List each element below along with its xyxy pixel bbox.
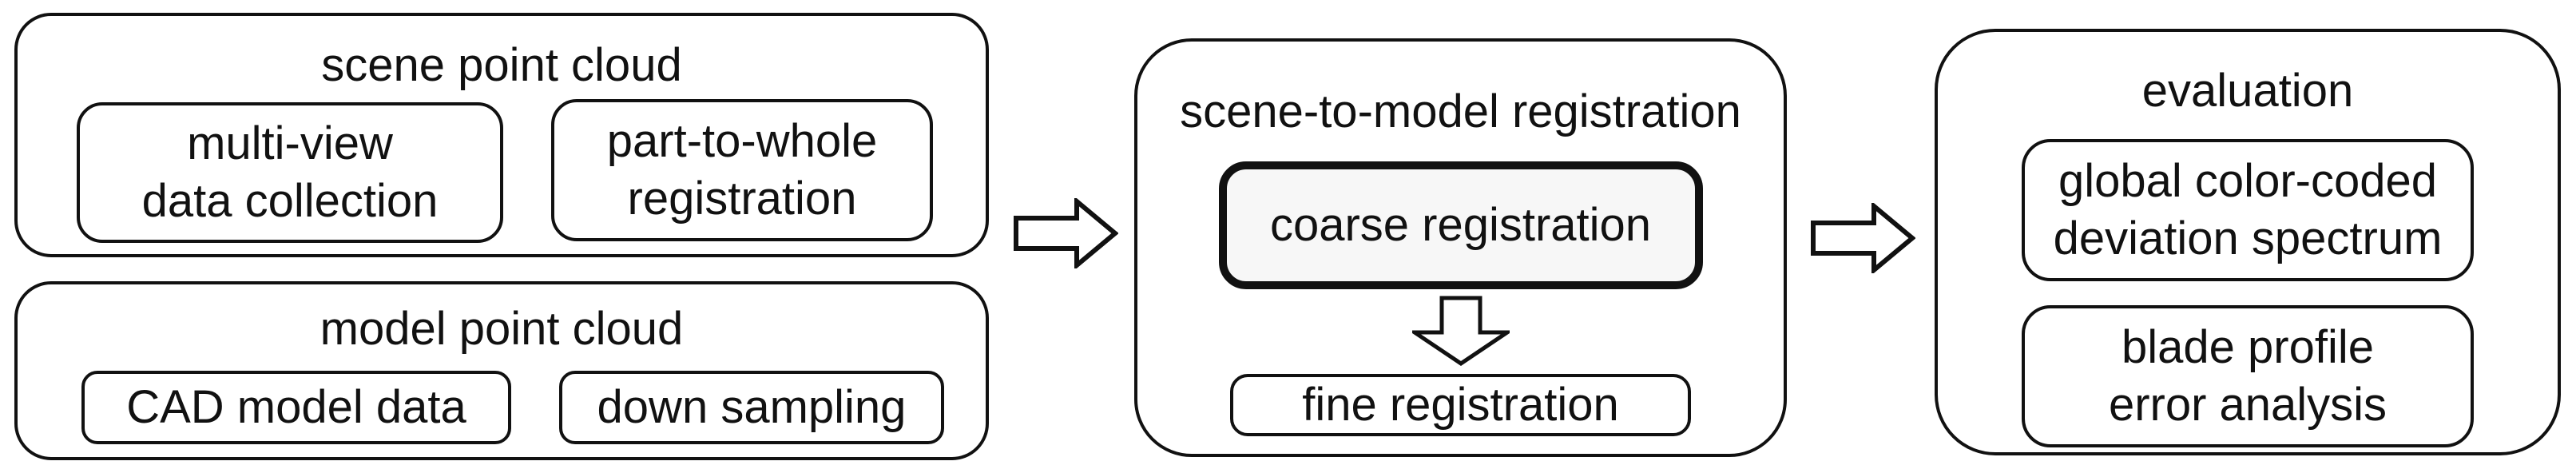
- scene-point-cloud-group: scene point cloud multi-view data collec…: [14, 13, 989, 257]
- evaluation-group: evaluation global color-coded deviation …: [1935, 29, 2561, 455]
- global-color-coded-deviation-spectrum-box: global color-coded deviation spectrum: [2022, 139, 2474, 281]
- scene-to-model-registration-group: scene-to-model registration coarse regis…: [1134, 38, 1787, 457]
- blade-profile-error-analysis-label-line2: error analysis: [2108, 379, 2387, 431]
- scene-to-model-registration-title: scene-to-model registration: [1180, 85, 1741, 137]
- part-to-whole-registration-box: part-to-whole registration: [551, 99, 933, 241]
- coarse-registration-box: coarse registration: [1218, 161, 1703, 289]
- fine-registration-label: fine registration: [1302, 379, 1619, 431]
- multi-view-data-collection-label-line2: data collection: [141, 175, 439, 227]
- right-arrow-icon-2: [1811, 203, 1915, 273]
- part-to-whole-registration-label-line1: part-to-whole: [606, 115, 878, 167]
- down-sampling-label: down sampling: [597, 381, 907, 433]
- multi-view-data-collection-label-line1: multi-view: [187, 117, 393, 169]
- down-arrow-icon: [1411, 296, 1510, 366]
- cad-model-data-label: CAD model data: [126, 381, 466, 433]
- fine-registration-box: fine registration: [1230, 374, 1691, 436]
- part-to-whole-registration-label-line2: registration: [627, 173, 857, 225]
- evaluation-title: evaluation: [2141, 65, 2354, 117]
- cad-model-data-box: CAD model data: [81, 371, 511, 444]
- multi-view-data-collection-box: multi-view data collection: [77, 102, 503, 243]
- model-point-cloud-group: model point cloud CAD model data down sa…: [14, 281, 989, 460]
- deviation-spectrum-label-line1: global color-coded: [2058, 155, 2437, 207]
- deviation-spectrum-label-line2: deviation spectrum: [2053, 213, 2443, 264]
- blade-profile-error-analysis-label-line1: blade profile: [2122, 321, 2374, 373]
- right-arrow-icon-1: [1014, 198, 1118, 268]
- blade-profile-error-analysis-box: blade profile error analysis: [2022, 305, 2474, 447]
- coarse-registration-label: coarse registration: [1269, 199, 1652, 251]
- scene-point-cloud-title: scene point cloud: [321, 39, 682, 91]
- down-sampling-box: down sampling: [559, 371, 944, 444]
- model-point-cloud-title: model point cloud: [320, 303, 684, 355]
